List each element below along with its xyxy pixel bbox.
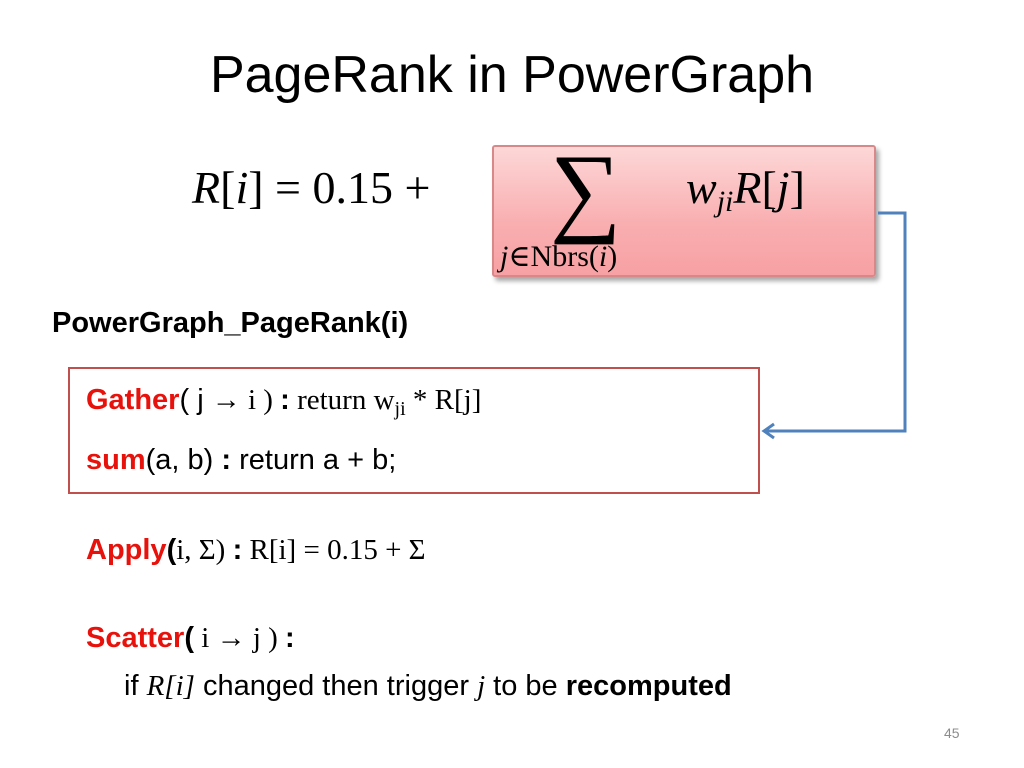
- sum-highlight-box: [492, 145, 876, 277]
- formula-rbracket: ]: [248, 162, 264, 213]
- sum-summand: wjiR[j]: [686, 162, 805, 218]
- scatter-keyword: Scatter: [86, 622, 185, 654]
- right-arrow-icon: →: [216, 622, 246, 654]
- apply-line: Apply(i, Σ) : R[i] = 0.15 + Σ: [86, 534, 426, 566]
- sigma-symbol: ∑: [550, 134, 622, 245]
- slide-number: 45: [944, 725, 960, 741]
- sum-index: j∈Nbrs(i): [500, 237, 617, 277]
- summand-j: j: [776, 162, 790, 213]
- gather-sum-box: [68, 367, 760, 494]
- gather-line: Gather( j → i ) : return wji * R[j]: [86, 384, 482, 420]
- summand-sub-ji: ji: [716, 185, 734, 218]
- sum-index-nbrs: ∈Nbrs(: [508, 240, 599, 273]
- function-heading: PowerGraph_PageRank(i): [52, 307, 409, 339]
- scatter-body-line: if R[i] changed then trigger j to be rec…: [124, 670, 732, 702]
- apply-keyword: Apply: [86, 534, 167, 566]
- sum-index-close: ): [607, 240, 618, 273]
- summand-r: R: [733, 162, 762, 213]
- sum-index-j: j: [500, 240, 509, 273]
- slide-title: PageRank in PowerGraph: [209, 46, 815, 104]
- gather-keyword: Gather: [86, 384, 180, 416]
- formula-left: R[i] = 0.15 +: [192, 158, 430, 218]
- sum-line: sum(a, b) : return a + b;: [86, 444, 397, 476]
- right-arrow-icon: →: [211, 384, 241, 416]
- summand-w: w: [686, 162, 717, 213]
- sum-index-i: i: [598, 240, 608, 273]
- formula-equals-const: = 0.15 +: [263, 162, 431, 213]
- formula-i: i: [235, 162, 249, 213]
- sum-keyword: sum: [86, 444, 146, 476]
- formula-lbracket: [: [220, 162, 236, 213]
- scatter-line: Scatter( i → j ) :: [86, 622, 295, 654]
- formula-r: R: [192, 162, 221, 213]
